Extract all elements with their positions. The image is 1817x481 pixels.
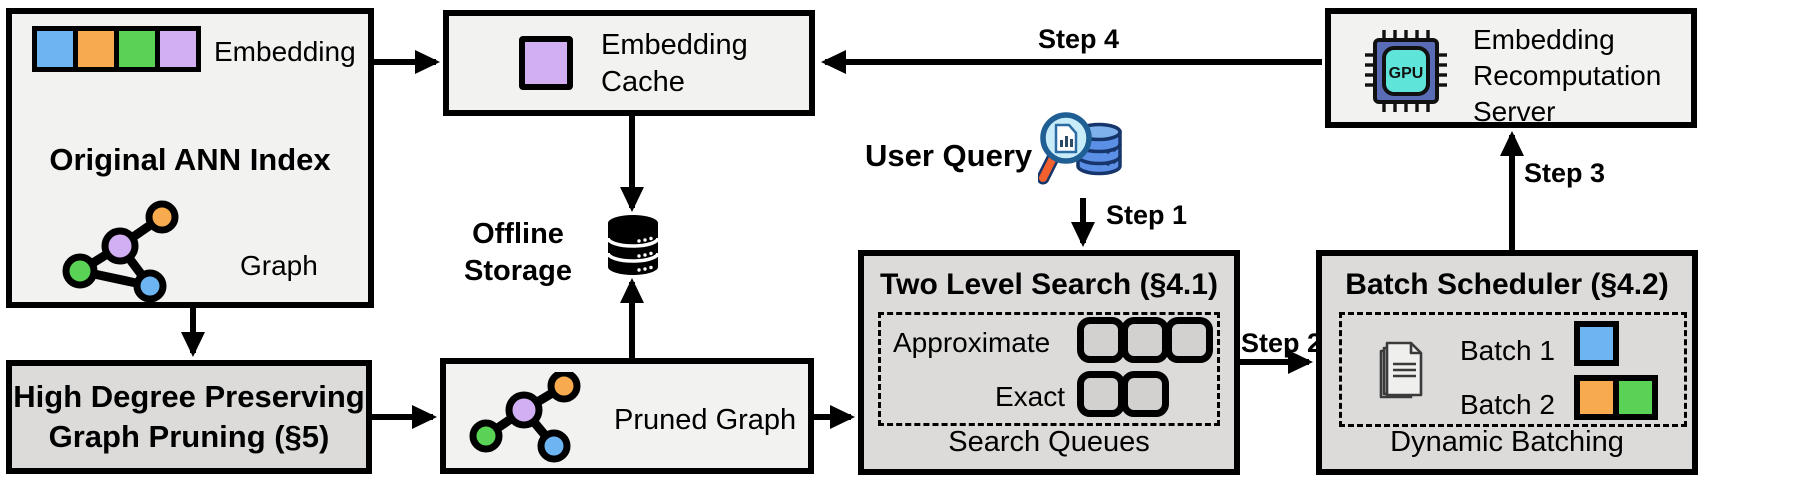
queue-slot [1121, 317, 1169, 363]
batch-scheduler-title: Batch Scheduler (§4.2) [1345, 268, 1669, 301]
green-square [114, 26, 160, 72]
batch-scheduler-box: Batch Scheduler (§4.2) Batch 1 Batch 2 [1316, 250, 1698, 475]
embedding-cache-line1: Embedding [601, 29, 748, 61]
two-level-search-box: Two Level Search (§4.1) Approximate Exac… [858, 250, 1240, 475]
user-query-icon [1038, 112, 1122, 185]
blue-square [1574, 321, 1619, 366]
offline-storage-line1: Offline [472, 218, 564, 250]
documents-icon [1379, 341, 1423, 399]
search-queues-panel: Approximate Exact [878, 312, 1220, 426]
exact-label: Exact [994, 381, 1065, 412]
dynamic-batching-caption: Dynamic Batching [1390, 426, 1624, 458]
user-query-label: User Query [865, 138, 1033, 173]
queue-slot [1077, 371, 1125, 417]
green-square [1613, 375, 1658, 420]
pruned-graph-label: Pruned Graph [614, 404, 797, 436]
database-icon [606, 215, 660, 275]
original-ann-index-box: Embedding Original ANN Index Graph [6, 8, 374, 308]
original-graph-icon [62, 200, 179, 303]
recomputation-server-line1: Embedding [1473, 24, 1615, 55]
batch1-squares [1574, 321, 1619, 366]
queue-slot [1165, 317, 1213, 363]
batch2-label: Batch 2 [1460, 389, 1555, 420]
recomputation-server-line2: Recomputation [1473, 59, 1662, 91]
queue-slot [1121, 371, 1169, 417]
dynamic-batching-panel: Batch 1 Batch 2 [1339, 312, 1687, 427]
offline-storage-label: Offline Storage [438, 216, 598, 290]
step1-label: Step 1 [1106, 200, 1188, 230]
embedding-cache-title: Embedding Cache [601, 27, 748, 101]
two-level-search-title: Two Level Search (§4.1) [880, 268, 1218, 301]
approximate-label: Approximate [893, 327, 1051, 358]
graph-pruning-line1: High Degree Preserving [13, 379, 365, 415]
recomputation-server-title: Embedding Recomputation Server [1473, 22, 1661, 129]
graph-pruning-line2: Graph Pruning (§5) [48, 419, 330, 454]
recomputation-server-line3: Server [1473, 95, 1556, 127]
exact-queues [1077, 371, 1169, 417]
embedding-cache-box: Embedding Cache [443, 10, 815, 116]
blue-square [32, 26, 78, 72]
graph-label: Graph [240, 250, 318, 281]
gpu-text: GPU [1389, 65, 1424, 82]
graph-pruning-box: High Degree Preserving Graph Pruning (§5… [6, 360, 372, 474]
batch2-squares [1574, 375, 1658, 420]
pruned-graph-box: Pruned Graph [440, 358, 814, 474]
embedding-label: Embedding [214, 36, 356, 67]
embedding-cache-line2: Cache [601, 66, 685, 99]
step3-label: Step 3 [1524, 158, 1606, 188]
recomputation-server-box: GPU Embedding Recomputation Server [1325, 8, 1697, 128]
embedding-vector-icon [32, 26, 201, 72]
search-queues-caption: Search Queues [948, 426, 1150, 458]
orange-square [73, 26, 119, 72]
graph-pruning-title: High Degree Preserving Graph Pruning (§5… [13, 377, 364, 456]
purple-square [155, 26, 201, 72]
pruned-graph-icon [469, 372, 581, 463]
approximate-queues [1077, 317, 1213, 363]
step4-label: Step 4 [1038, 24, 1120, 54]
queue-slot [1077, 317, 1125, 363]
gpu-icon: GPU [1365, 30, 1447, 112]
batch1-label: Batch 1 [1460, 335, 1555, 366]
cached-embedding-icon [519, 36, 573, 90]
step2-label: Step 2 [1241, 328, 1323, 358]
offline-storage-line2: Storage [464, 255, 572, 288]
original-ann-index-title: Original ANN Index [49, 142, 331, 177]
